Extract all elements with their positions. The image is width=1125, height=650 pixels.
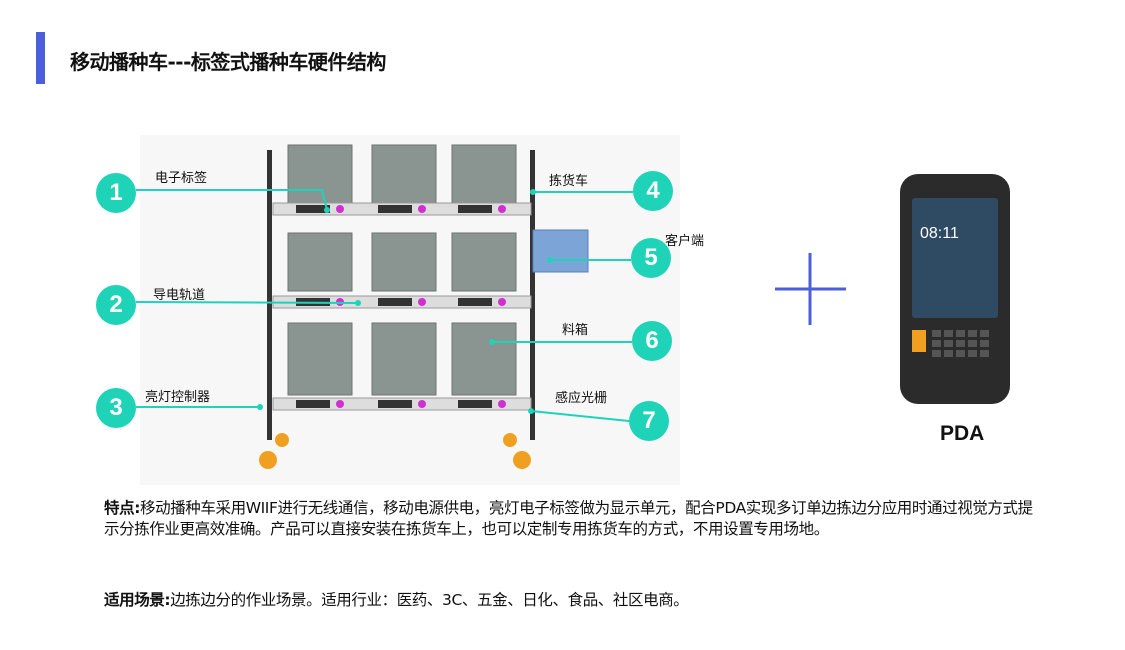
pda-device: 08:11 [900, 174, 1010, 404]
keypad-key [944, 330, 953, 337]
keypad-key [980, 350, 989, 357]
keypad-key [968, 350, 977, 357]
callout-label-6: 料箱 [562, 323, 589, 338]
electronic-tag [378, 298, 412, 306]
electronic-tag [378, 400, 412, 408]
electronic-tag [296, 400, 330, 408]
callout-label-5: 客户端 [665, 234, 705, 249]
storage-bin [451, 322, 517, 396]
callout-label-4: 拣货车 [549, 174, 589, 189]
cart-illustration [140, 135, 680, 485]
keypad-key [980, 340, 989, 347]
keypad-key [956, 350, 965, 357]
page-title: 移动播种车---标签式播种车硬件结构 [70, 50, 386, 74]
callout-number-6: 6 [632, 321, 672, 361]
keypad-key [980, 330, 989, 337]
tag-light [336, 205, 344, 213]
tag-light [418, 205, 426, 213]
storage-bin [371, 232, 437, 292]
callout-number-1: 1 [96, 173, 136, 213]
electronic-tag [458, 400, 492, 408]
storage-bin [371, 322, 437, 396]
electronic-tag [458, 298, 492, 306]
electronic-tag [458, 205, 492, 213]
tag-light [498, 205, 506, 213]
tag-light [498, 400, 506, 408]
tag-light [418, 400, 426, 408]
plus-icon [775, 253, 846, 325]
keypad-key [956, 340, 965, 347]
tag-light [418, 298, 426, 306]
features-heading: 特点: [104, 499, 140, 517]
tag-light [498, 298, 506, 306]
tag-light [336, 400, 344, 408]
callout-number-2: 2 [96, 285, 136, 325]
storage-bin [451, 232, 517, 292]
scenarios-paragraph: 适用场景:边拣边分的作业场景。适用行业：医药、3C、五金、日化、食品、社区电商。 [104, 590, 1034, 611]
callout-label-7: 感应光栅 [555, 391, 608, 406]
keypad-key [956, 330, 965, 337]
storage-bin [371, 144, 437, 204]
callout-number-4: 4 [633, 171, 673, 211]
keypad-key [932, 340, 941, 347]
callout-number-3: 3 [96, 388, 136, 428]
callout-label-2: 导电轨道 [153, 288, 206, 303]
callout-label-3: 亮灯控制器 [145, 390, 211, 405]
storage-bin [287, 322, 353, 396]
features-text: 移动播种车采用WIIF进行无线通信，移动电源供电，亮灯电子标签做为显示单元，配合… [104, 499, 1033, 538]
keypad-key [968, 340, 977, 347]
keypad-key [944, 340, 953, 347]
callout-label-1: 电子标签 [155, 171, 208, 186]
pda-label: PDA [940, 422, 985, 445]
title-accent-bar [36, 32, 45, 84]
svg-text:08:11: 08:11 [920, 225, 959, 242]
keypad-key [944, 350, 953, 357]
keypad-key [932, 330, 941, 337]
storage-bin [287, 232, 353, 292]
keypad-key [932, 350, 941, 357]
storage-bin [287, 144, 353, 204]
electronic-tag [296, 205, 330, 213]
scenarios-text: 边拣边分的作业场景。适用行业：医药、3C、五金、日化、食品、社区电商。 [170, 591, 689, 609]
callout-number-7: 7 [629, 401, 669, 441]
callout-lines [135, 189, 633, 422]
scenarios-heading: 适用场景: [104, 591, 171, 609]
storage-bin [451, 144, 517, 204]
callout-number-5: 5 [631, 238, 671, 278]
electronic-tag [378, 205, 412, 213]
keypad-key [968, 330, 977, 337]
features-paragraph: 特点:移动播种车采用WIIF进行无线通信，移动电源供电，亮灯电子标签做为显示单元… [104, 498, 1034, 540]
